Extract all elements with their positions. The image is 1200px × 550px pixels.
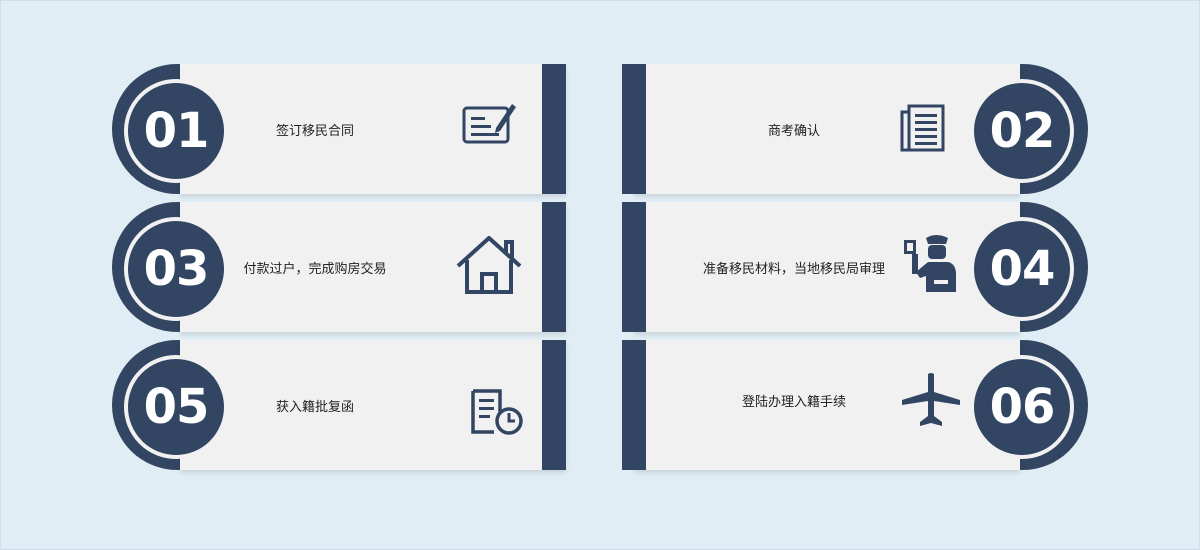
step-card-04: 准备移民材料，当地移民局审理	[622, 202, 1020, 332]
divider-bar	[542, 202, 566, 332]
step-number-badge: 02	[970, 79, 1074, 183]
step-label: 准备移民材料，当地移民局审理	[702, 261, 885, 277]
airplane-icon	[902, 373, 960, 426]
step-number-badge: 03	[124, 217, 228, 321]
divider-bar	[622, 202, 646, 332]
step-card-05: 获入籍批复函	[180, 340, 566, 470]
divider-bar	[542, 64, 566, 194]
divider-bar	[622, 340, 646, 470]
step-number-badge: 04	[970, 217, 1074, 321]
approval-document-clock-icon	[471, 389, 523, 435]
signed-contract-icon	[462, 104, 516, 144]
step-number: 05	[143, 379, 210, 435]
step-label: 签订移民合同	[275, 123, 354, 139]
step-number-badge: 06	[970, 355, 1074, 459]
step-card-06: 登陆办理入籍手续	[622, 340, 1020, 470]
divider-bar	[622, 64, 646, 194]
divider-bar	[542, 340, 566, 470]
step-number: 04	[989, 241, 1056, 297]
step-card-02: 商考确认	[622, 64, 1020, 194]
immigration-officer-icon	[904, 235, 956, 292]
step-label: 付款过户，完成购房交易	[243, 261, 387, 277]
step-number: 03	[143, 241, 210, 297]
document-list-icon	[900, 104, 945, 152]
step-number-badge: 05	[124, 355, 228, 459]
house-icon	[456, 236, 522, 294]
step-label: 获入籍批复函	[275, 399, 354, 415]
step-card-03: 付款过户，完成购房交易	[180, 202, 566, 332]
step-number: 02	[989, 103, 1056, 159]
step-number-badge: 01	[124, 79, 228, 183]
step-number: 01	[143, 103, 210, 159]
step-number: 06	[989, 379, 1056, 435]
step-card-01: 签订移民合同	[180, 64, 566, 194]
step-label: 登陆办理入籍手续	[741, 394, 846, 410]
step-label: 商考确认	[767, 123, 820, 139]
